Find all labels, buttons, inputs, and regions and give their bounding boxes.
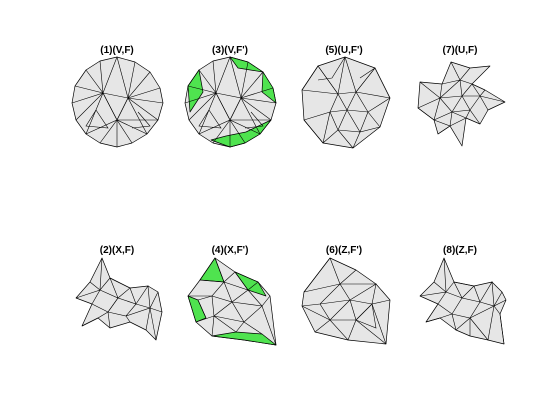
panel-5: (5)(U,F') xyxy=(301,45,391,149)
panel-7-title: (7)(U,F) xyxy=(443,45,478,56)
panel-4: (4)(X,F') xyxy=(187,245,277,346)
panel-3: (3)(V,F') xyxy=(184,45,277,148)
panel-4-mesh xyxy=(187,257,277,346)
panel-2: (2)(X,F) xyxy=(75,245,163,341)
panel-2-title: (2)(X,F) xyxy=(100,245,134,256)
panel-6: (6)(Z,F') xyxy=(301,245,391,345)
panel-6-title: (6)(Z,F') xyxy=(326,245,362,256)
panel-2-mesh xyxy=(75,257,163,341)
panel-3-added-face xyxy=(210,119,272,148)
panel-1: (1)(V,F) xyxy=(71,45,164,148)
panel-1-title: (1)(V,F) xyxy=(100,45,134,56)
panel-4-added-face xyxy=(211,331,277,346)
panel-3-added-face xyxy=(187,69,204,113)
panel-3-mesh xyxy=(184,56,277,148)
panel-8-title: (8)(Z,F) xyxy=(443,245,477,256)
panel-3-title: (3)(V,F') xyxy=(212,45,248,56)
panel-8: (8)(Z,F) xyxy=(419,245,507,345)
panel-1-mesh xyxy=(71,56,164,148)
panel-6-mesh xyxy=(301,257,391,345)
panel-8-mesh xyxy=(419,257,507,345)
panel-7: (7)(U,F) xyxy=(417,45,506,147)
panel-7-mesh xyxy=(417,61,506,147)
panel-5-mesh xyxy=(301,56,391,149)
panel-4-title: (4)(X,F') xyxy=(212,245,249,256)
panel-5-title: (5)(U,F') xyxy=(325,45,362,56)
